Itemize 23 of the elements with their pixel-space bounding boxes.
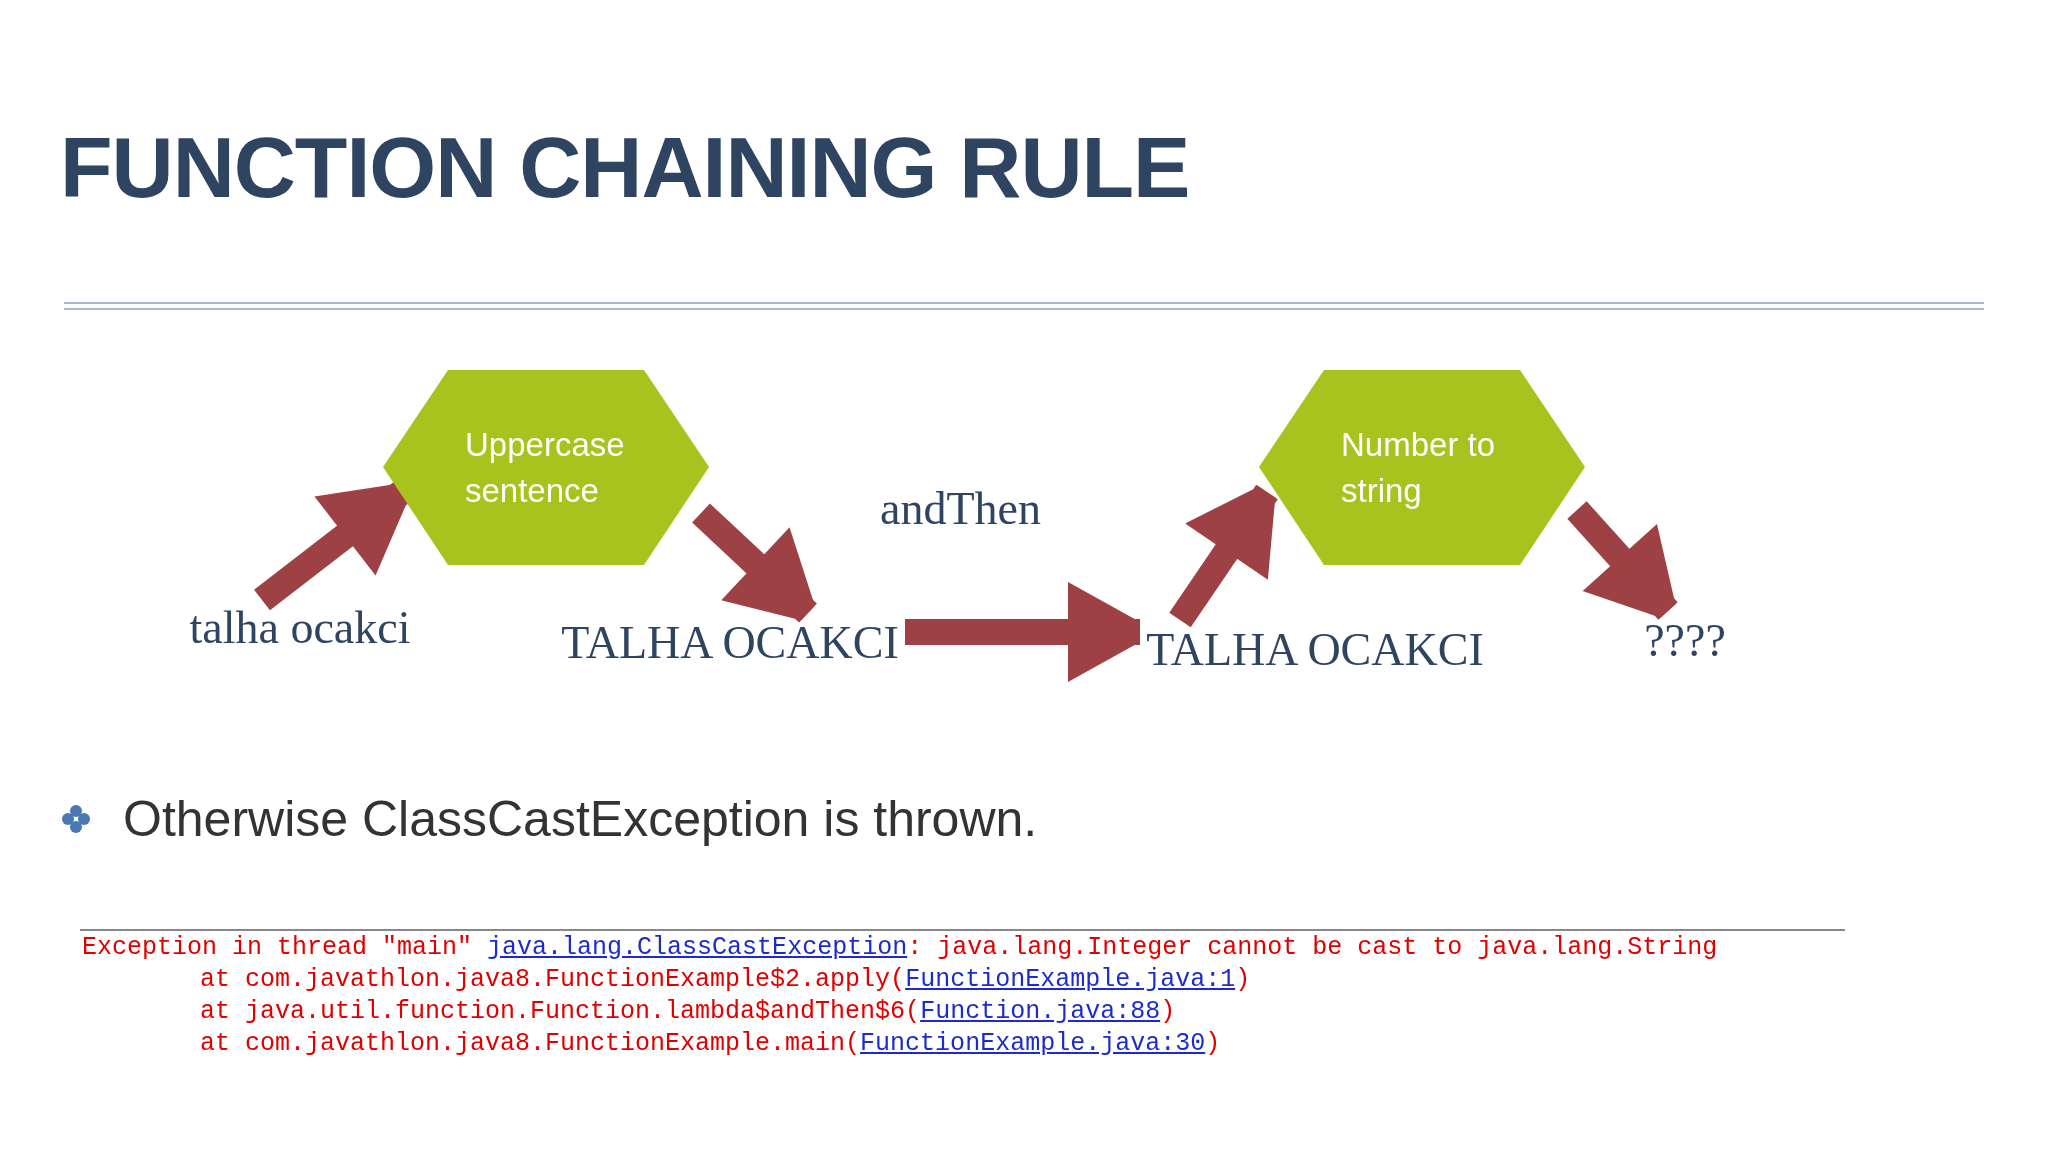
code-link: java.lang.ClassCastException (487, 932, 908, 964)
value-label: ???? (1644, 614, 1726, 667)
stack-trace-text: at java.util.function.Function.lambda$andThen$6( (200, 996, 921, 1028)
value-label: TALHA OCAKCI (1146, 623, 1484, 676)
code-link: Function.java:88 (920, 996, 1161, 1028)
stack-trace-text: at com.javathlon.java8.FunctionExample$2.apply( (200, 964, 906, 996)
stack-trace-text: ) (1235, 964, 1251, 996)
stack-trace-text: ) (1205, 1028, 1221, 1060)
process-hexagon (1259, 370, 1585, 565)
hexagon-label: Number to string (1341, 424, 1497, 511)
code-link: FunctionExample.java:1 (905, 964, 1236, 996)
slide-title: FUNCTION CHAINING RULE (60, 118, 1190, 217)
stack-trace-text: : java.lang.Integer cannot be cast to java.lang.String (907, 932, 1718, 964)
value-label: TALHA OCAKCI (561, 616, 899, 669)
edge-label: andThen (880, 482, 1041, 535)
process-hexagon (383, 370, 709, 565)
stack-trace-text: Exception in thread "main" (82, 932, 473, 964)
stack-trace-text: ) (1160, 996, 1176, 1028)
hexagon-label: Uppercase sentence (465, 424, 626, 511)
code-link: FunctionExample.java:30 (860, 1028, 1206, 1060)
value-label: talha ocakci (189, 601, 411, 654)
stack-trace-text: at com.javathlon.java8.FunctionExample.main( (200, 1028, 861, 1060)
bullet-text: Otherwise ClassCastException is thrown. (123, 790, 1038, 848)
